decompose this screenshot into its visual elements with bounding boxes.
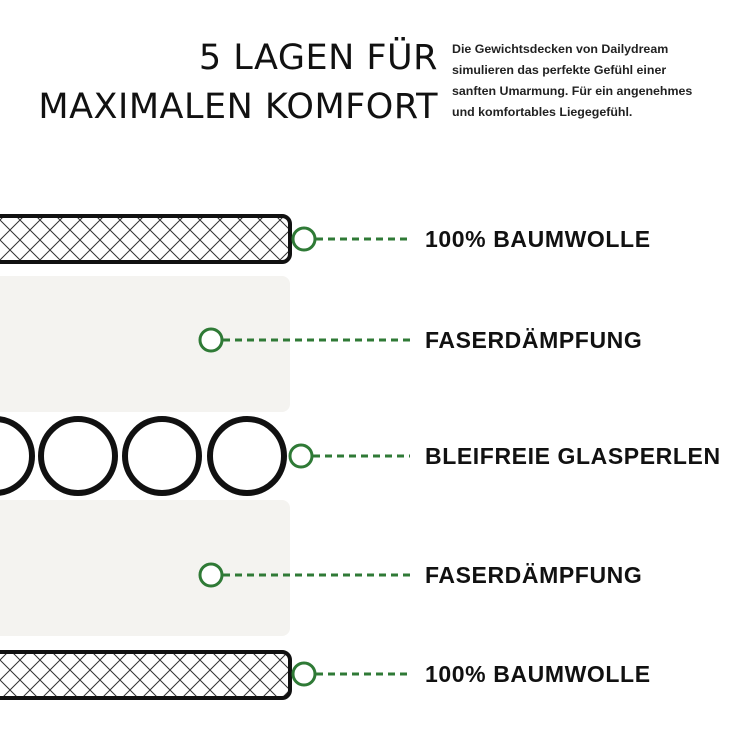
layer-label-fiber-lower: FASERDÄMPFUNG: [425, 562, 643, 588]
connector-dot: [288, 443, 314, 469]
glass-bead: [122, 416, 202, 496]
description-text: Die Gewichtsdecken von Dailydream simuli…: [452, 39, 736, 123]
title-line-1: 5 LAGEN FÜR: [198, 38, 438, 78]
description-line-1: Die Gewichtsdecken von Dailydream: [452, 42, 669, 56]
page-title: 5 LAGEN FÜR MAXIMALEN KOMFORT: [38, 34, 438, 132]
description-line-2: simulieren das perfekte Gefühl einer: [452, 63, 667, 77]
glass-bead-layer: [0, 416, 287, 496]
fiber-layer-upper: [0, 276, 290, 412]
layer-label-glass-beads: BLEIFREIE GLASPERLEN: [425, 443, 721, 469]
cotton-layer-bottom: [0, 650, 292, 700]
title-line-2: MAXIMALEN KOMFORT: [38, 87, 438, 127]
layer-label-fiber-upper: FASERDÄMPFUNG: [425, 327, 643, 353]
layer-label-cotton-bottom: 100% BAUMWOLLE: [425, 661, 651, 687]
layer-label-cotton-top: 100% BAUMWOLLE: [425, 226, 651, 252]
connector-dot: [291, 661, 317, 687]
description-line-3: sanften Umarmung. Für ein angenehmes: [452, 84, 693, 98]
glass-bead: [38, 416, 118, 496]
cotton-layer-top: [0, 214, 292, 264]
connector-dot: [198, 562, 224, 588]
fiber-layer-lower: [0, 500, 290, 636]
connector-dot: [291, 226, 317, 252]
description-line-4: und komfortables Liegegefühl.: [452, 105, 633, 119]
glass-bead: [0, 416, 35, 496]
connector-dot: [198, 327, 224, 353]
glass-bead: [207, 416, 287, 496]
